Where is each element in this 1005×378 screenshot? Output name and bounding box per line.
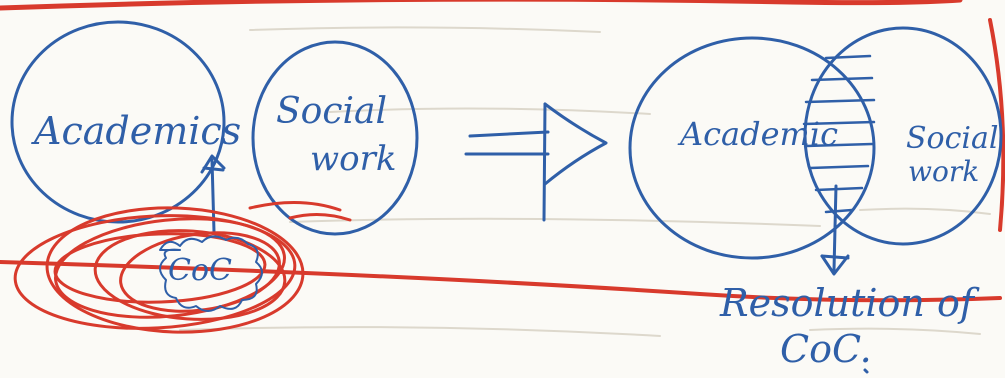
top-red-stroke (0, 0, 963, 11)
resolution-note-line2: CoC. (780, 327, 872, 371)
period-mark (863, 368, 869, 374)
resolution-down-arrow (820, 184, 850, 276)
academics-circle (10, 20, 226, 224)
resolution-note-line1: Resolution of (720, 281, 974, 325)
red-underline (0, 260, 1002, 303)
bleed-through-marks (179, 26, 991, 337)
social-label-right: Social (906, 121, 999, 156)
overlap-hatching (802, 54, 876, 214)
social-work-circle (251, 40, 419, 236)
work-label-right: work (908, 155, 980, 188)
academics-label: Academics (34, 109, 242, 153)
academic-label-right: Academic (680, 115, 839, 153)
social-work-circle-right (803, 26, 1003, 246)
implies-arrow (464, 102, 608, 222)
red-scribble (13, 201, 352, 334)
coc-label-left: CoC (168, 253, 232, 288)
right-red-curve (988, 18, 1005, 232)
coc-cloud (159, 235, 263, 312)
work-label-left: work (310, 139, 397, 179)
social-label-left: Social (276, 91, 387, 132)
academic-circle (628, 36, 876, 260)
